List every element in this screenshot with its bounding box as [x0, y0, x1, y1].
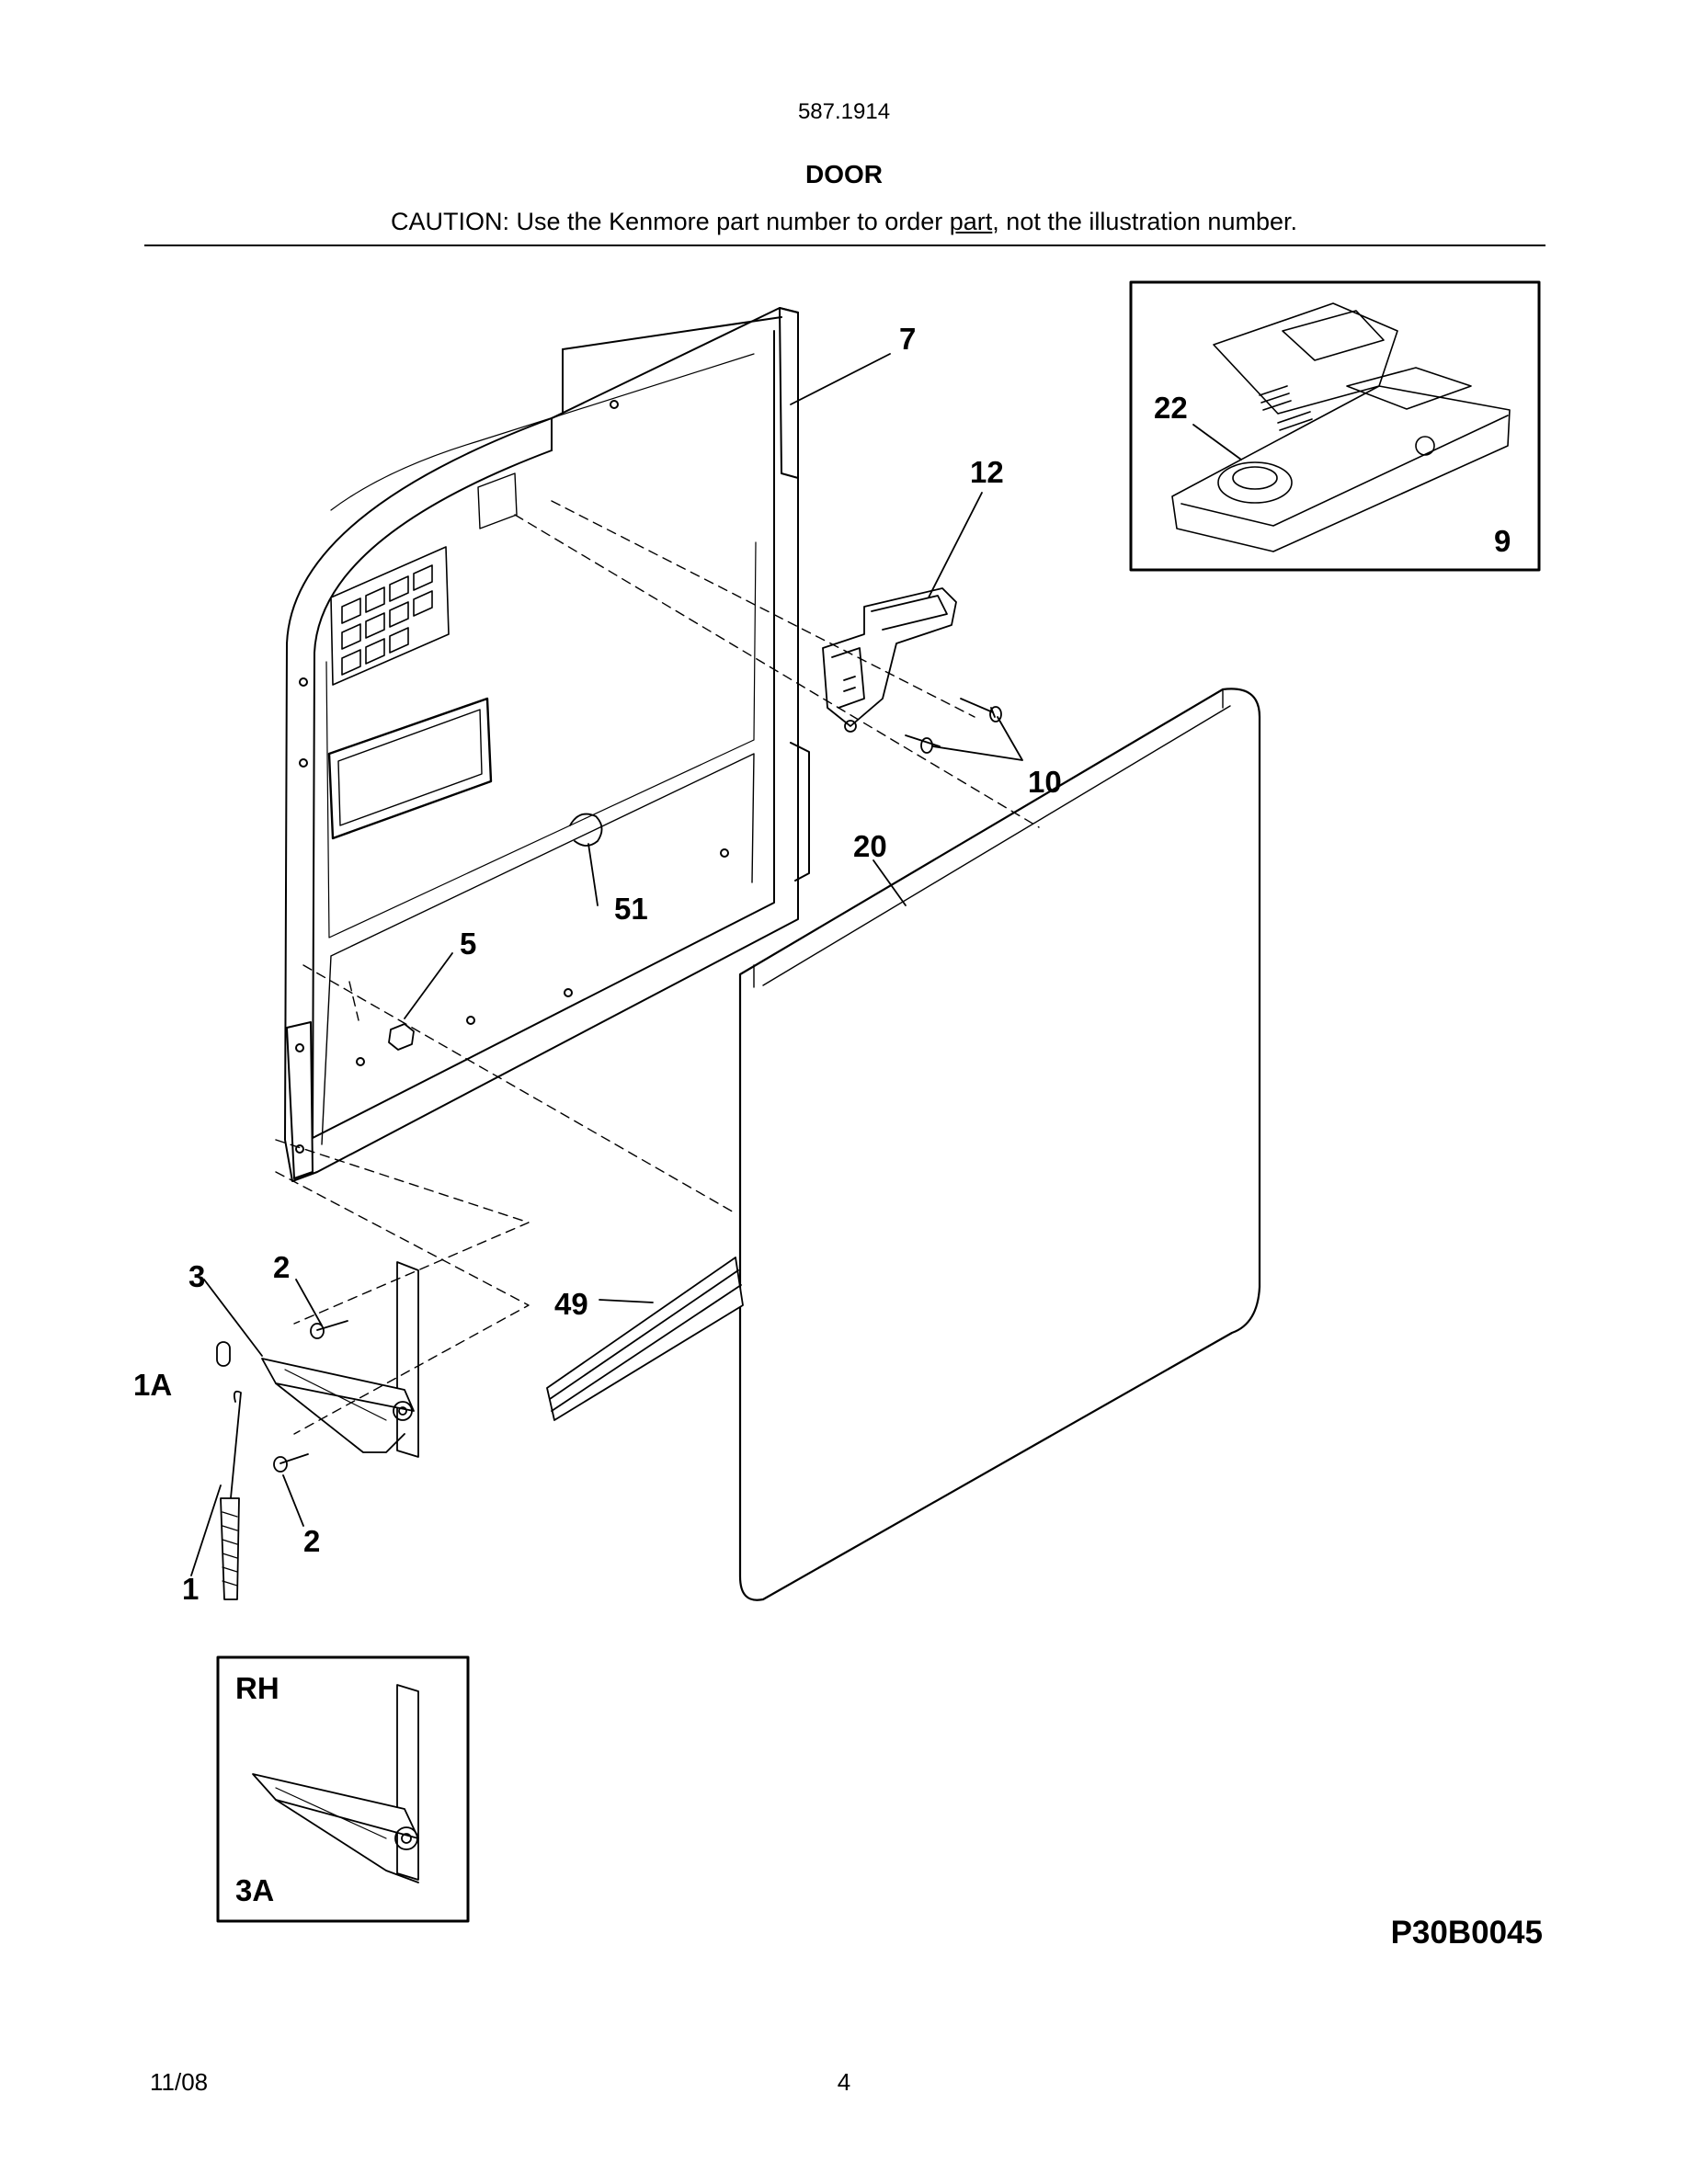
caution-part-link: part [949, 208, 993, 235]
outer-door-panel [738, 688, 1261, 1601]
caution-text-start: CAUTION: Use the Kenmore part number to … [391, 208, 950, 235]
callout-7: 7 [899, 322, 916, 356]
callout-3a: 3A [235, 1873, 274, 1907]
callout-10: 10 [1028, 765, 1062, 799]
callout-22: 22 [1154, 391, 1188, 425]
detergent-dispenser [1171, 302, 1511, 552]
latch-screws [905, 698, 1002, 754]
callout-2-lower: 2 [303, 1524, 320, 1558]
revision-date: 11/08 [150, 2068, 209, 2096]
rh-hinge-inset-frame [216, 1655, 470, 1923]
figure-code: P30B0045 [1390, 1915, 1543, 1951]
rh-inset-label: RH [235, 1671, 279, 1705]
nut [388, 1023, 415, 1051]
caution-text-end: , not the illustration number. [992, 208, 1297, 235]
callout-9: 9 [1494, 524, 1511, 558]
callout-51: 51 [614, 892, 648, 926]
page-title: DOOR [805, 160, 883, 188]
door-latch [822, 587, 957, 733]
clip [569, 813, 603, 847]
caution-note: CAUTION: Use the Kenmore part number to … [0, 208, 1688, 236]
assembly-lines [275, 500, 1040, 1435]
hinge-screws [273, 1320, 348, 1473]
callout-1: 1 [182, 1572, 199, 1606]
dispenser-inset-frame [1129, 280, 1541, 572]
leader-lines [190, 353, 1242, 1576]
callout-49: 49 [554, 1287, 588, 1321]
page-number: 4 [837, 2068, 851, 2096]
model-number: 587.1914 [797, 99, 891, 124]
header-rule [144, 245, 1545, 246]
bottom-trim-strip [546, 1257, 744, 1421]
rh-hinge [252, 1684, 419, 1883]
callout-3: 3 [188, 1259, 205, 1293]
vent-grille [330, 546, 450, 686]
callout-20: 20 [853, 829, 887, 863]
callout-5: 5 [460, 927, 476, 961]
inner-door-panel [284, 307, 810, 1182]
callout-12: 12 [970, 455, 1004, 489]
counterbalance-spring [216, 1341, 242, 1600]
door-hinge [261, 1261, 419, 1458]
callout-2-upper: 2 [273, 1250, 290, 1284]
callout-1a: 1A [133, 1368, 172, 1402]
